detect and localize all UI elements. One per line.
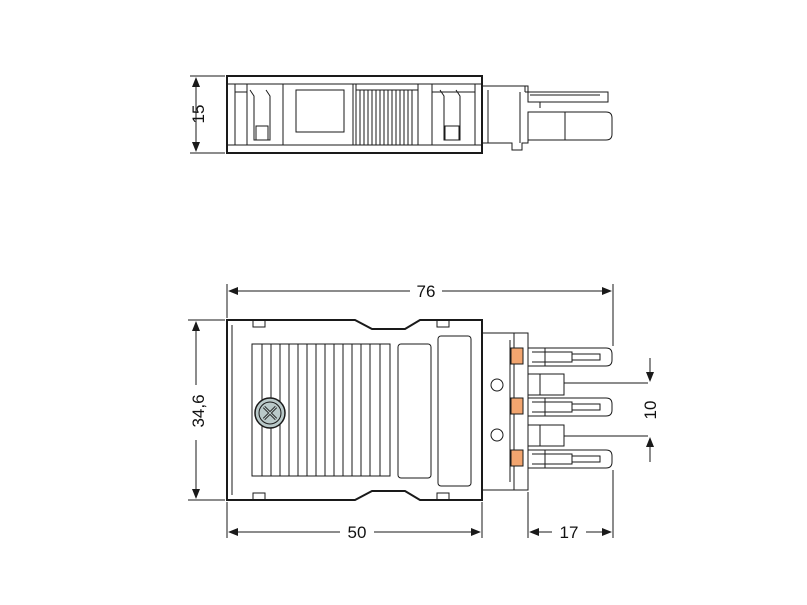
top-view-pins [482,85,613,151]
dimension-overall-length-label: 76 [417,282,436,301]
front-view [188,284,654,538]
dimension-body-length [226,502,483,538]
front-view-label-window [397,343,432,479]
dimension-height-top [190,75,225,154]
dimension-overall-length [226,284,614,346]
coding-hole-top [490,378,504,392]
dimension-height-top-label: 15 [189,105,208,124]
dimension-pin-pitch-label: 10 [641,401,660,420]
screw-icon [254,397,286,429]
dimension-pin-length-label: 17 [560,523,579,542]
pin-middle [510,397,613,417]
dimension-pin-length [527,470,614,538]
pin-bottom [510,449,613,469]
pin-top [510,347,613,367]
dimension-body-length-label: 50 [348,523,367,542]
dimension-body-height-label: 34,6 [189,394,208,427]
top-view-ribs [355,84,419,145]
dimension-body-height [188,319,225,501]
front-view-housing [226,319,483,501]
dimension-pin-pitch [646,358,654,462]
coding-hole-bottom [490,428,504,442]
front-view-ribs [251,343,391,477]
top-view [190,75,613,154]
